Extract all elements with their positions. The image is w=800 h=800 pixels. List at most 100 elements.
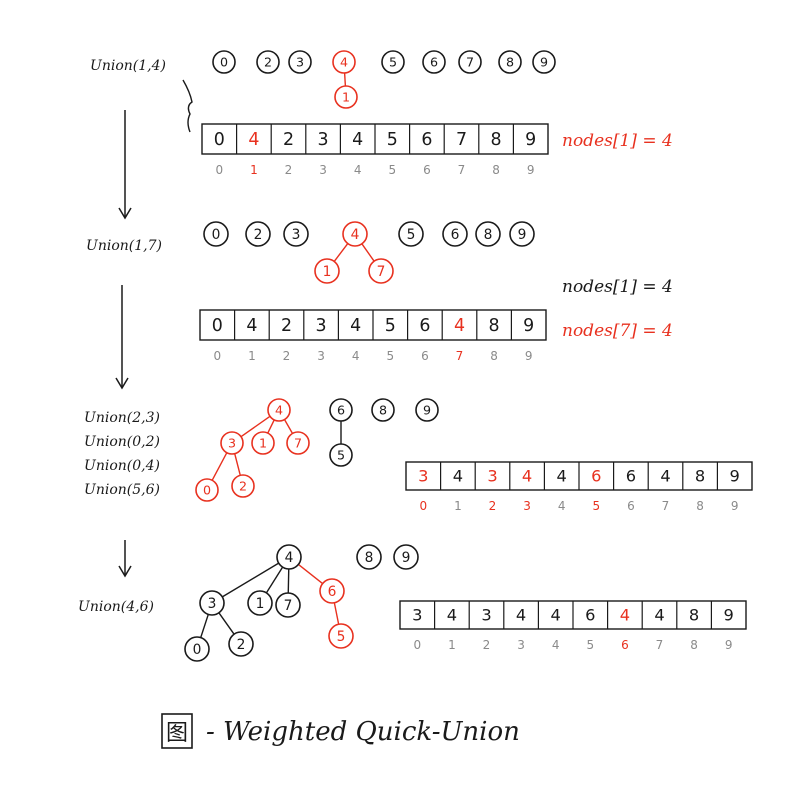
array-index-label: 1 [248,349,256,363]
tree-node-circle [498,50,522,74]
tree: 8 [475,221,501,247]
tree-node-circle [458,50,482,74]
array-index-label: 4 [352,349,360,363]
array-cell-value: 4 [246,316,257,336]
tree: 8 [371,398,395,422]
tree-node-circle [276,544,302,570]
tree-node-circle [415,398,439,422]
tree: 8 [498,50,522,74]
tree-node-label: 5 [407,227,416,243]
array-cell-value: 3 [412,606,422,625]
tree-edge [283,419,294,434]
array-cell-value: 6 [585,606,595,625]
tree-node-circle [195,478,219,502]
array-index-label: 1 [454,499,462,513]
tree-node-circle [283,221,309,247]
tree-node-label: 8 [506,55,514,70]
array-index-label: 6 [421,349,429,363]
caption-title: - Weighted Quick-Union [206,717,520,747]
array-cell-value: 4 [516,606,526,625]
tree-node-circle [475,221,501,247]
array-index-label: 2 [285,163,293,177]
tree-node-circle [509,221,535,247]
tree-node-label: 2 [264,55,272,70]
array-cell-value: 6 [626,467,636,486]
caption-glyph: 图 [166,721,188,746]
union-operation: Union(0,4) [84,458,160,474]
array-cell-value: 6 [591,467,601,486]
tree-node-label: 3 [292,227,301,243]
tree-node-circle [245,221,271,247]
union-operation: Union(5,6) [84,482,160,498]
tree-node-circle [329,398,353,422]
tree-node-label: 3 [228,436,236,451]
tree: 9 [509,221,535,247]
tree-node-circle [368,258,394,284]
tree-node-circle [371,398,395,422]
tree-node-label: 7 [284,598,293,614]
tree: 14 [332,50,358,109]
tree-node-label: 7 [294,436,302,451]
array-cell-value: 4 [522,467,532,486]
tree-edge [343,72,347,87]
array-cell-value: 4 [557,467,567,486]
tree-node-label: 5 [337,629,346,645]
array-cell-value: 3 [418,467,428,486]
array-index-label: 5 [388,163,396,177]
tree-node-label: 0 [212,227,221,243]
tree-edge [333,602,340,625]
tree-node-label: 9 [423,403,431,418]
tree: 9 [415,398,439,422]
tree-node-circle [199,590,225,616]
tree-node-label: 7 [466,55,474,70]
flow-arrow-head [118,207,132,220]
array-cell-value: 7 [456,130,467,150]
array-cell-value: 4 [551,606,561,625]
tree-node-circle [532,50,556,74]
tree-node-label: 9 [540,55,548,70]
array-index-label: 9 [725,638,733,652]
tree-node-label: 2 [237,637,246,653]
tree-node-label: 0 [220,55,228,70]
array-cell-value: 3 [481,606,491,625]
tree-node-circle [256,50,280,74]
tree: 9 [393,544,419,570]
tree-edge [267,419,275,434]
tree-node-circle [356,544,382,570]
tree: 56 [329,398,353,467]
tree-node-circle [247,590,273,616]
array-cell-value: 0 [212,316,223,336]
caption: 图 - Weighted Quick-Union [161,713,520,749]
array-cell-value: 8 [695,467,705,486]
array-index-label: 9 [525,349,533,363]
array-index-label: 8 [690,638,698,652]
tree-node-circle [184,636,210,662]
array-cell-value: 5 [387,130,398,150]
array-cell-value: 8 [689,606,699,625]
array-cell-value: 0 [214,130,225,150]
array-index-label: 1 [250,163,258,177]
tree: 0 [203,221,229,247]
tree-edge [221,562,280,598]
tree-node-circle [393,544,419,570]
array-cell-value: 8 [491,130,502,150]
tree-edge [265,566,284,594]
array-index-label: 4 [552,638,560,652]
union-operation: Union(1,7) [86,238,162,254]
array-cell-value: 3 [318,130,329,150]
tree-node-label: 3 [296,55,304,70]
array-cell-value: 2 [283,130,294,150]
array-cell-value: 5 [385,316,396,336]
tree: 2 [256,50,280,74]
tree-node-label: 5 [389,55,397,70]
tree-node-circle [286,431,310,455]
array-index-label: 2 [283,349,291,363]
array-index-label: 0 [213,349,221,363]
tree-node-label: 9 [402,550,411,566]
array-index-label: 4 [354,163,362,177]
